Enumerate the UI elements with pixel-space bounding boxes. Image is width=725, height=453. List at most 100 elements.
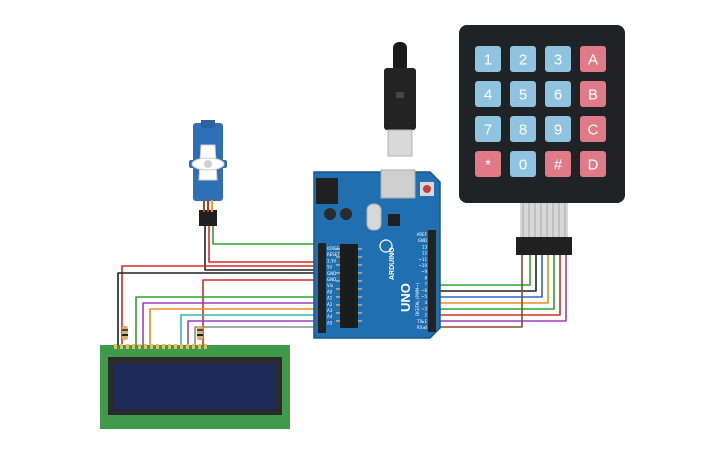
- wire-kp-7[interactable]: [434, 255, 567, 322]
- left-pin-label: RESET: [327, 252, 340, 257]
- keypad-key-A[interactable]: A: [580, 46, 606, 72]
- lcd-pin[interactable]: [144, 344, 147, 349]
- wire-lcd-a4[interactable]: [187, 320, 325, 345]
- wire-kp-2[interactable]: [434, 255, 537, 292]
- keypad-key-B[interactable]: B: [580, 81, 606, 107]
- keypad-key-label: 5: [519, 87, 527, 104]
- keypad-key-face: [580, 81, 606, 107]
- keypad-keys: 1 2 3 A 4 5 6 B 7 8 9 C * 0 # D: [475, 46, 606, 177]
- wire-kp-5[interactable]: [434, 255, 555, 310]
- keypad-key-face: [545, 46, 571, 72]
- wire-kp-4[interactable]: [434, 255, 549, 304]
- lcd-pin[interactable]: [162, 344, 165, 349]
- lcd-pin[interactable]: [174, 344, 177, 349]
- keypad-key-8[interactable]: 8: [510, 116, 536, 142]
- keypad-key-face: [510, 151, 536, 177]
- digital-label: DIGITAL (PWM~): [415, 282, 420, 316]
- wire-lcd-red2[interactable]: [202, 279, 325, 345]
- board-name: UNO: [398, 283, 413, 312]
- keypad-key-2[interactable]: 2: [510, 46, 536, 72]
- keypad-key-label: 3: [554, 52, 562, 69]
- keypad-key-9[interactable]: 9: [545, 116, 571, 142]
- keypad-key-C[interactable]: C: [580, 116, 606, 142]
- wire-lcd-a2[interactable]: [149, 308, 325, 345]
- lcd-pin[interactable]: [204, 344, 207, 349]
- right-pin-label: 7: [424, 282, 427, 287]
- keypad-key-label: 7: [484, 122, 492, 139]
- wire-lcd-a3[interactable]: [180, 314, 325, 345]
- arduino-board[interactable]: ARDUINO UNO DIGITAL (PWM~) IOREFRESET3.3…: [313, 169, 441, 339]
- lcd-display[interactable]: [100, 326, 290, 429]
- keypad-key-label: C: [588, 122, 599, 139]
- left-pin-label: A4: [327, 314, 333, 319]
- keypad[interactable]: 1 2 3 A 4 5 6 B 7 8 9 C * 0 # D: [459, 25, 625, 255]
- keypad-key-6[interactable]: 6: [545, 81, 571, 107]
- wire-lcd-a1[interactable]: [142, 302, 325, 345]
- wire-kp-6[interactable]: [434, 255, 561, 316]
- keypad-key-label: B: [588, 87, 598, 104]
- keypad-key-star[interactable]: *: [475, 151, 501, 177]
- keypad-key-label: 1: [484, 52, 492, 69]
- wire-lcd-a5[interactable]: [194, 326, 325, 345]
- left-pin-label: 3.3V: [327, 258, 336, 263]
- keypad-key-face: [545, 116, 571, 142]
- resistor-1[interactable]: [122, 326, 128, 340]
- lcd-pin[interactable]: [180, 344, 183, 349]
- wire-lcd-a0[interactable]: [135, 296, 325, 345]
- servo-motor[interactable]: [189, 120, 227, 226]
- wire-lcd-red[interactable]: [121, 265, 325, 345]
- lcd-pin[interactable]: [192, 344, 195, 349]
- keypad-key-label: 6: [554, 87, 562, 104]
- keypad-key-face: [475, 116, 501, 142]
- right-pin-label: ~5: [421, 294, 427, 299]
- wires: [117, 225, 567, 345]
- left-pin-label: A1: [327, 296, 333, 301]
- usb-cable[interactable]: [384, 42, 416, 157]
- keypad-key-label: 2: [519, 52, 527, 69]
- keypad-key-4[interactable]: 4: [475, 81, 501, 107]
- keypad-key-D[interactable]: D: [580, 151, 606, 177]
- lcd-pin[interactable]: [150, 344, 153, 349]
- lcd-pin[interactable]: [126, 344, 129, 349]
- keypad-key-label: 0: [519, 157, 527, 174]
- keypad-key-face: [545, 81, 571, 107]
- wire-kp-1[interactable]: [434, 255, 531, 286]
- wire-servo-ground[interactable]: [204, 225, 325, 271]
- lcd-pin[interactable]: [198, 344, 201, 349]
- keypad-key-7[interactable]: 7: [475, 116, 501, 142]
- left-pin-label: A0: [327, 289, 333, 294]
- lcd-pin[interactable]: [168, 344, 171, 349]
- wire-kp-8[interactable]: [434, 255, 523, 328]
- right-pin-label: ~9: [421, 269, 427, 274]
- keypad-key-face: [580, 151, 606, 177]
- lcd-pin[interactable]: [156, 344, 159, 349]
- wire-kp-3[interactable]: [434, 255, 543, 298]
- arduino-logo-icon: [379, 239, 393, 253]
- keypad-key-1[interactable]: 1: [475, 46, 501, 72]
- right-pin-label: ~6: [421, 288, 427, 293]
- lcd-pin[interactable]: [138, 344, 141, 349]
- lcd-pin[interactable]: [120, 344, 123, 349]
- keypad-key-5[interactable]: 5: [510, 81, 536, 107]
- keypad-key-label: #: [554, 157, 563, 174]
- wire-servo-signal[interactable]: [212, 225, 325, 245]
- right-pin-label: GND: [418, 238, 427, 243]
- keypad-key-hash[interactable]: #: [545, 151, 571, 177]
- lcd-pin[interactable]: [114, 344, 117, 349]
- keypad-key-0[interactable]: 0: [510, 151, 536, 177]
- keypad-key-3[interactable]: 3: [545, 46, 571, 72]
- lcd-pin[interactable]: [132, 344, 135, 349]
- keypad-key-face: [580, 116, 606, 142]
- keypad-ribbon: [520, 203, 568, 237]
- right-pin-label: 2: [424, 313, 427, 318]
- left-pin-label: IOREF: [327, 246, 340, 251]
- left-pin-label: A5: [327, 320, 333, 325]
- right-pin-label: AREF: [417, 232, 428, 237]
- resistor-2[interactable]: [197, 326, 203, 340]
- wire-lcd-black[interactable]: [117, 272, 325, 345]
- lcd-screen: [114, 364, 276, 410]
- lcd-pin[interactable]: [186, 344, 189, 349]
- keypad-key-label: 9: [554, 122, 562, 139]
- wire-servo-power[interactable]: [208, 225, 325, 263]
